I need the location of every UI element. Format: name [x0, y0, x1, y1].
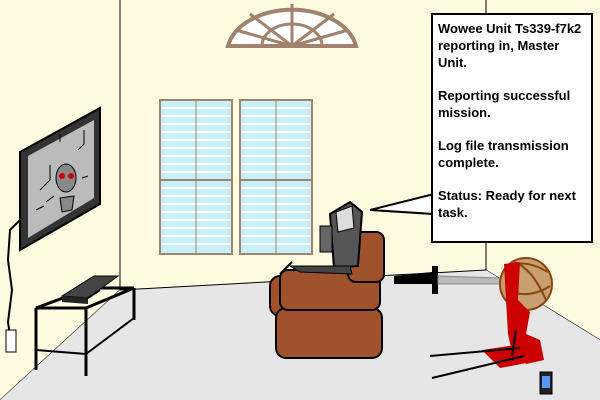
bubble-line-3: Log file transmission complete. — [438, 138, 569, 170]
bubble-line-2: Reporting successful mission. — [438, 88, 571, 120]
cell-phone-icon — [539, 371, 553, 395]
bubble-line-4: Status: Ready for next task. — [438, 188, 576, 220]
wall-outlet — [5, 329, 17, 353]
arched-window — [225, 4, 359, 48]
game-console-icon — [60, 275, 120, 304]
sword-icon — [394, 266, 501, 294]
window-blinds — [159, 99, 313, 255]
flat-screen-tv-icon — [19, 106, 101, 252]
robot-head-icon — [279, 200, 364, 275]
bubble-line-1: Wowee Unit Ts339-f7k2 reporting in, Mast… — [438, 21, 582, 70]
speech-bubble — [369, 13, 593, 243]
tv-cable — [6, 219, 21, 351]
speech-bubble-text: Wowee Unit Ts339-f7k2 reporting in, Mast… — [438, 20, 590, 237]
victim — [429, 257, 553, 379]
